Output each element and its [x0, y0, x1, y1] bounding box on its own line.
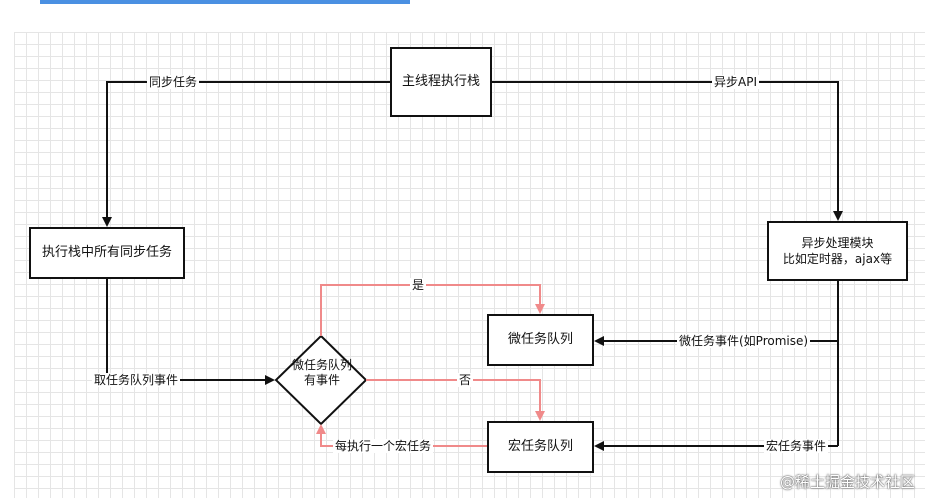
- label-no: 否: [457, 373, 474, 387]
- top-accent-bar: [40, 0, 410, 4]
- edge-take-event: [106, 279, 275, 385]
- edge-sync-task: [102, 81, 390, 227]
- edge-async-api: [492, 81, 843, 221]
- edge-yes: [320, 284, 545, 336]
- label-each-macro: 每执行一个宏任务: [333, 439, 434, 453]
- label-yes: 是: [410, 278, 427, 292]
- node-async-module: 异步处理模块 比如定时器，ajax等: [767, 221, 908, 281]
- node-main-stack: 主线程执行栈: [390, 47, 492, 117]
- label-macro-event: 宏任务事件: [764, 439, 829, 453]
- watermark: @稀土掘金技术社区: [779, 473, 915, 491]
- edge-no: [366, 379, 545, 421]
- node-micro-queue: 微任务队列: [487, 314, 594, 366]
- node-macro-queue: 宏任务队列: [487, 421, 594, 473]
- decision-label: 微任务队列 有事件: [291, 358, 352, 387]
- label-async-api: 异步API: [712, 75, 759, 89]
- label-take-event: 取任务队列事件: [92, 373, 181, 387]
- node-sync-tasks: 执行栈中所有同步任务: [29, 227, 185, 279]
- label-sync-task: 同步任务: [147, 75, 200, 89]
- label-micro-event: 微任务事件(如Promise): [677, 334, 811, 348]
